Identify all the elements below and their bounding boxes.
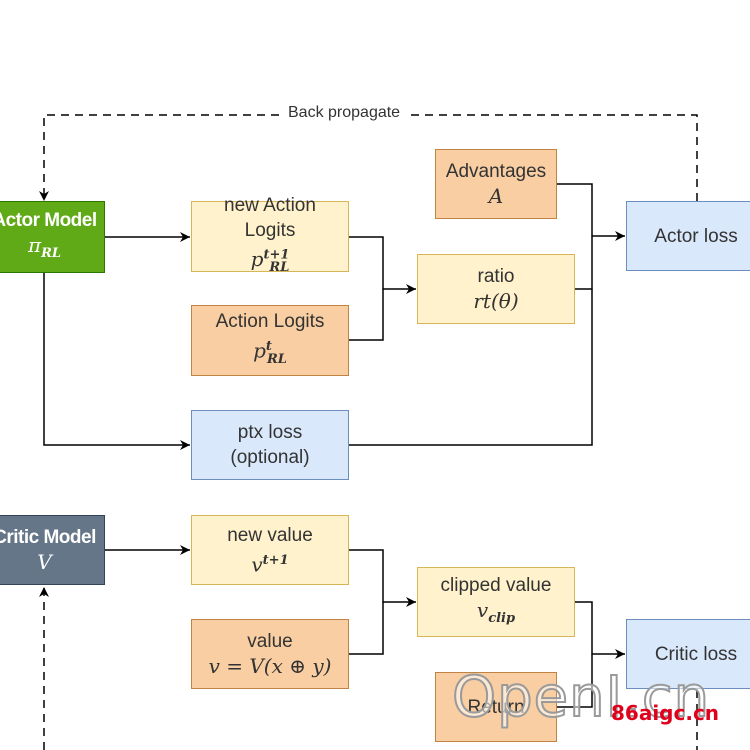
action-logits-merge-edge — [349, 289, 384, 341]
advantages-line1: Advantages — [445, 161, 547, 182]
ptx-loss-node[interactable]: ptx loss (optional) — [191, 410, 349, 480]
advantages-node[interactable]: Advantages A — [435, 149, 557, 219]
actor-loss-label: Actor loss — [654, 225, 738, 247]
ptx-loss-line1: ptx loss — [237, 422, 303, 443]
ratio-node[interactable]: ratio rt(θ) — [417, 254, 575, 324]
ratio-to-actor-loss-edge — [575, 236, 593, 290]
ratio-line1: ratio — [477, 266, 515, 287]
clipped-to-critic-loss-edge — [575, 601, 625, 659]
actor-model-node[interactable]: Actor Model πRL — [0, 201, 105, 273]
value-line1: value — [247, 631, 293, 652]
back-propagate-label: Back propagate — [283, 104, 406, 122]
ratio-symbol: rt(θ) — [473, 289, 519, 313]
ptx-loss-line2: (optional) — [230, 447, 310, 468]
value-merge-edge — [349, 602, 384, 655]
clipped-value-line1: clipped value — [440, 575, 552, 596]
return-label: Return — [467, 696, 525, 718]
critic-loss-label: Critic loss — [654, 643, 738, 665]
critic-model-symbol: V — [37, 550, 52, 574]
ptx-to-actor-loss-edge — [349, 289, 593, 446]
clipped-value-symbol: vclip — [476, 598, 516, 626]
return-to-critic-loss-edge — [557, 654, 593, 708]
return-node[interactable]: Return — [435, 672, 557, 742]
watermark-logo: OpenI.cn — [451, 664, 711, 731]
new-action-logits-line2: Logits pt+1RL — [244, 219, 296, 276]
value-node[interactable]: value v = V(x ⊕ y) — [191, 619, 349, 689]
new-action-logits-line1: new Action — [224, 194, 316, 216]
clipped-value-node[interactable]: clipped value vclip — [417, 567, 575, 637]
critic-loss-node[interactable]: Critic loss — [626, 619, 750, 689]
actor-model-symbol: πRL — [27, 233, 62, 261]
action-logits-node[interactable]: Action Logits ptRL — [191, 305, 349, 376]
advantages-to-actor-loss-edge — [557, 183, 625, 241]
new-action-logits-node[interactable]: new Action Logits pt+1RL — [191, 195, 349, 275]
advantages-symbol: A — [488, 184, 504, 208]
action-logits-line1: Action Logits — [215, 311, 325, 333]
new-value-symbol: vt+1 — [251, 552, 289, 577]
value-symbol: v = V(x ⊕ y) — [208, 654, 332, 678]
action-logits-symbol: ptRL — [253, 338, 287, 367]
critic-model-title: Critic Model — [0, 527, 96, 548]
new-value-merge-edge — [349, 549, 416, 607]
new-value-line1: new value — [227, 524, 313, 546]
watermark-site: 86aigc.cn — [611, 701, 720, 725]
new-logits-merge-edge — [349, 236, 416, 294]
actor-to-ptx-edge — [43, 272, 190, 450]
critic-model-node[interactable]: Critic Model V — [0, 515, 105, 585]
back-propagate-edge — [39, 114, 698, 201]
actor-loss-node[interactable]: Actor loss — [626, 201, 750, 271]
new-value-node[interactable]: new value vt+1 — [191, 515, 349, 585]
actor-model-title: Actor Model — [0, 210, 97, 231]
